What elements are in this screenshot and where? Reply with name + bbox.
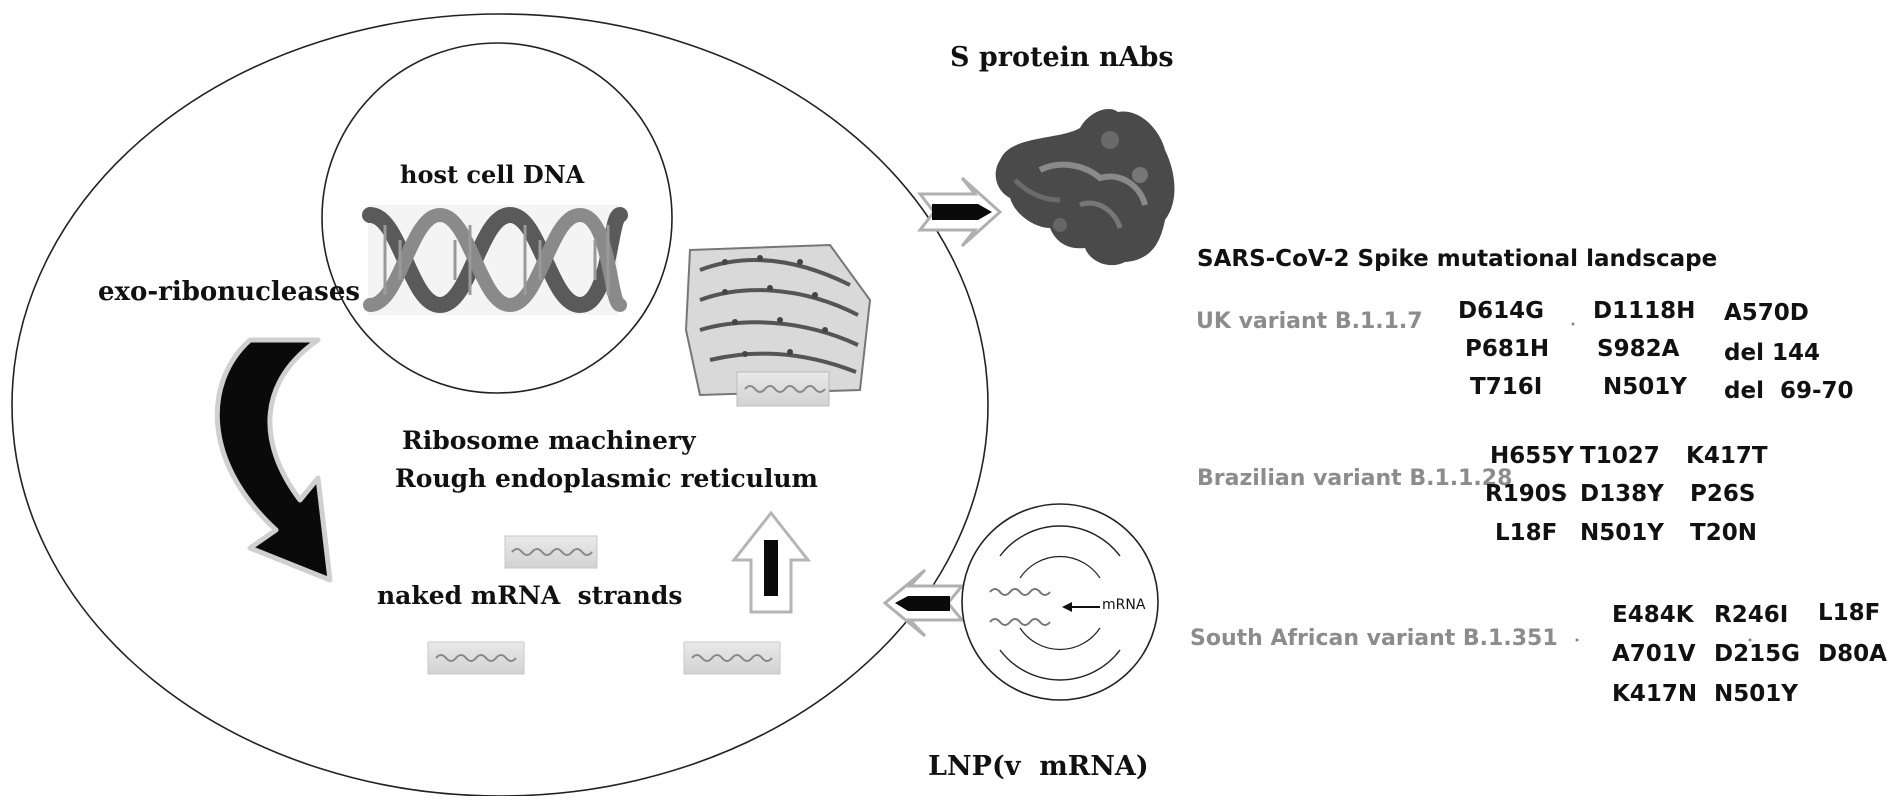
up-arrow-icon <box>730 510 812 614</box>
mutation-code: P26S <box>1690 481 1756 507</box>
mrna-tag-label: mRNA <box>1102 597 1146 613</box>
spike-protein-icon <box>995 108 1175 266</box>
mutation-code: A701V <box>1612 641 1696 667</box>
mutation-code: S982A <box>1597 336 1680 362</box>
mutation-code: A570D <box>1724 300 1809 326</box>
mutation-code: R190S <box>1485 481 1568 507</box>
mutation-code: T1027 <box>1580 443 1660 469</box>
mutation-code: D80A <box>1818 641 1887 667</box>
lnp-label: LNP(v mRNA) <box>928 751 1149 782</box>
mutation-code: del 69-70 <box>1724 378 1854 404</box>
right-arrow-icon <box>916 176 1003 248</box>
dna-helix-icon <box>362 205 628 315</box>
mutation-code: D1118H <box>1593 298 1696 324</box>
variant-name-south-africa: South African variant B.1.351 <box>1190 626 1558 651</box>
mutation-code: N501Y <box>1714 681 1798 707</box>
curved-arrow-icon <box>214 337 333 583</box>
nucleus-circle <box>321 42 673 394</box>
mutation-code: E484K <box>1612 602 1694 628</box>
mutation-marks <box>1563 322 1752 642</box>
host-dna-label: host cell DNA <box>400 160 585 189</box>
mrna-strand-1 <box>504 535 598 569</box>
mutation-code: H655Y <box>1490 443 1574 469</box>
landscape-title: SARS-CoV-2 Spike mutational landscape <box>1197 246 1718 272</box>
mutation-code: R246I <box>1714 602 1789 628</box>
mutation-code: T716I <box>1470 374 1543 400</box>
mutation-code: N501Y <box>1603 374 1687 400</box>
rough-er-icon <box>684 243 872 407</box>
mutation-code: K417T <box>1686 443 1768 469</box>
mutation-code: L18F <box>1495 520 1558 546</box>
mutation-code: K417N <box>1612 681 1698 707</box>
mrna-strand-3 <box>683 641 781 675</box>
variant-name-uk: UK variant B.1.1.7 <box>1196 309 1423 334</box>
mutation-code: P681H <box>1465 336 1550 362</box>
mutation-code: T20N <box>1690 520 1757 546</box>
ribosome-label: Ribosome machinery <box>402 426 696 455</box>
rer-label: Rough endoplasmic reticulum <box>395 464 818 493</box>
mutation-code: L18F <box>1818 600 1881 626</box>
lnp-particle-icon <box>961 503 1159 701</box>
mutation-code: D215G <box>1714 641 1800 667</box>
mutation-code: del 144 <box>1724 340 1820 366</box>
mutation-code: N501Y <box>1580 520 1664 546</box>
exo-ribonucleases-label: exo-ribonucleases <box>98 277 360 307</box>
naked-mrna-label: naked mRNA strands <box>377 581 683 610</box>
mrna-strand-2 <box>427 641 525 675</box>
left-arrow-icon <box>882 568 966 638</box>
mutation-code: D614G <box>1458 298 1544 324</box>
variant-name-brazil: Brazilian variant B.1.1.28 <box>1197 466 1513 491</box>
mutation-code: D138Y <box>1580 481 1664 507</box>
s-protein-label: S protein nAbs <box>950 42 1174 73</box>
cell-membrane <box>11 13 989 797</box>
